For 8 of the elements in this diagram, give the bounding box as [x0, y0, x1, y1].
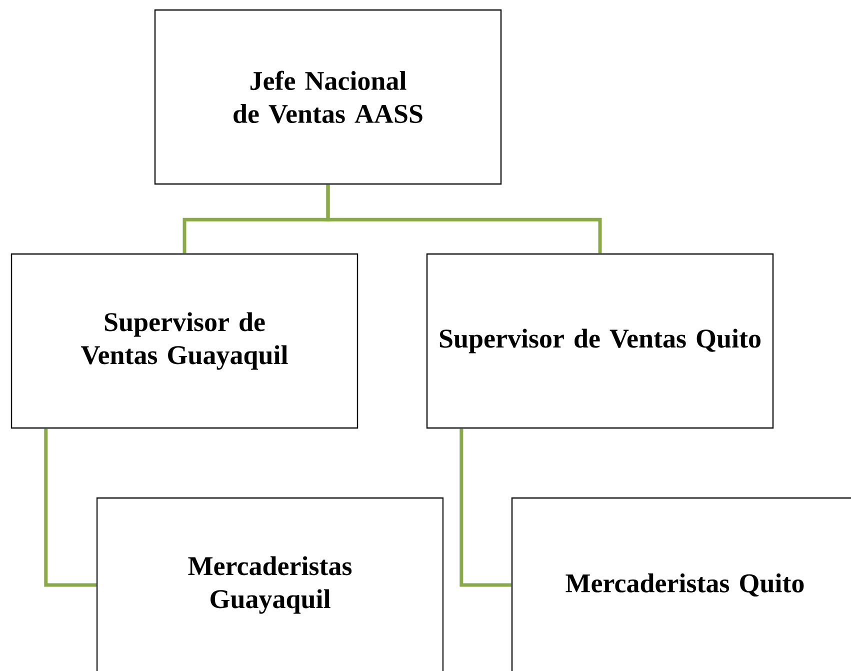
- connector-line: [326, 184, 602, 254]
- org-box: Supervisor de Ventas Quito: [426, 253, 774, 429]
- connector-line: [460, 428, 512, 587]
- org-box: Jefe Nacional de Ventas AASS: [154, 9, 502, 185]
- org-box: Mercaderistas Guayaquil: [96, 497, 444, 671]
- connector-line: [44, 428, 96, 587]
- org-box: Mercaderistas Quito: [511, 497, 851, 671]
- org-box: Supervisor de Ventas Guayaquil: [10, 253, 358, 429]
